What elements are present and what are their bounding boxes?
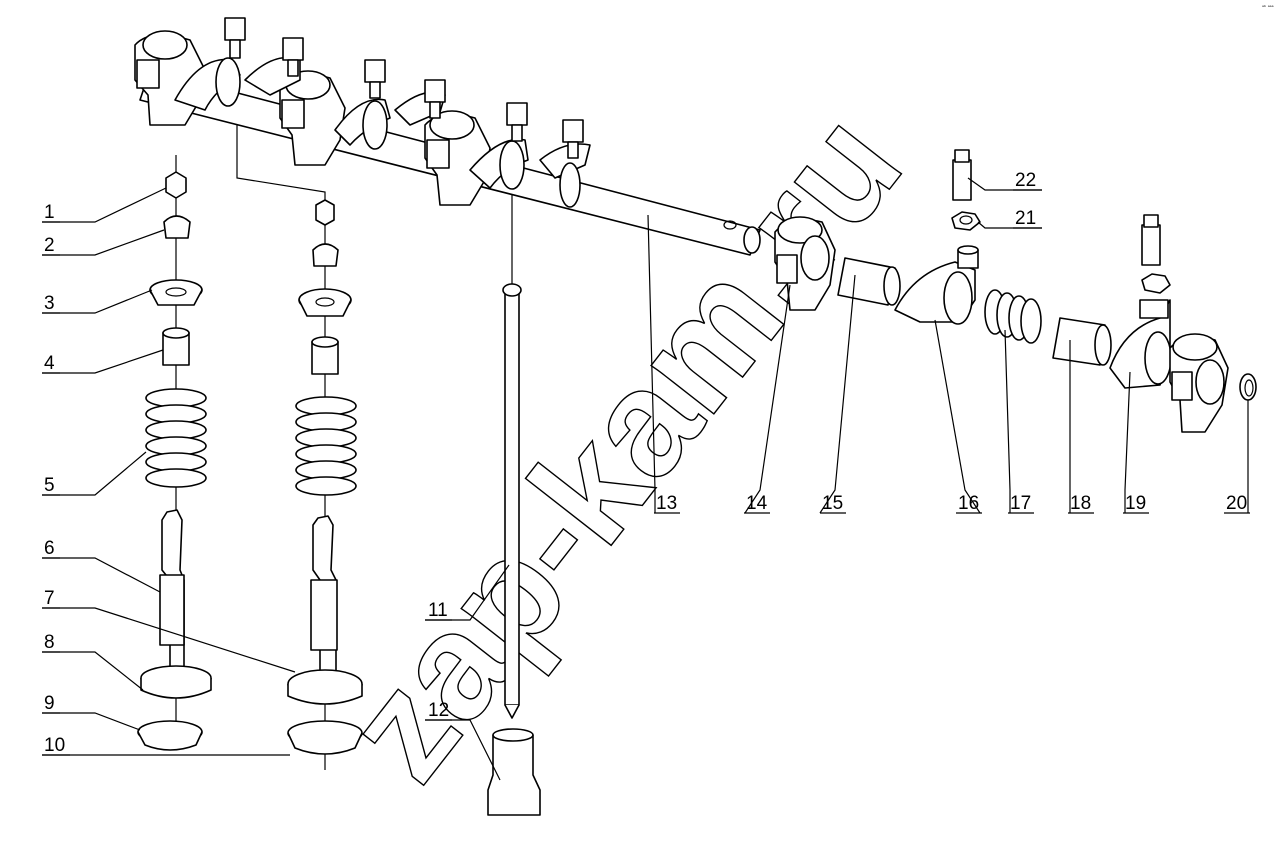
svg-text:22: 22	[1015, 170, 1036, 191]
svg-text:1: 1	[44, 202, 55, 223]
push-rod-11	[502, 195, 522, 719]
watermark: zap-kam.ru	[313, 82, 933, 809]
svg-text:2: 2	[44, 235, 55, 256]
part-label-5: 5	[42, 475, 60, 496]
bushing-18	[1052, 317, 1112, 366]
part-label-6: 6	[42, 538, 60, 559]
svg-text:15: 15	[822, 493, 843, 514]
part-label-18: 18	[1068, 493, 1094, 514]
part-label-11: 11	[425, 600, 452, 621]
adjust-screw-2	[282, 37, 304, 77]
svg-text:17: 17	[1010, 493, 1031, 514]
shaft-support-mid-2	[424, 110, 491, 206]
svg-text:11: 11	[428, 600, 448, 621]
rocker-shaft-assembly	[134, 17, 761, 256]
corner-mark: ᵃᵇ ᵃᵃᵃ	[1262, 5, 1274, 11]
tappet-12	[487, 728, 541, 816]
adjust-screw-1	[224, 17, 246, 59]
part-label-12: 12	[425, 700, 452, 721]
part-label-21: 21	[1013, 208, 1042, 229]
part-label-20: 20	[1224, 493, 1250, 514]
rocker-arm-19	[1109, 299, 1172, 389]
part-label-4: 4	[42, 353, 60, 374]
svg-text:6: 6	[44, 538, 55, 559]
shaft-support-mid-1	[279, 70, 346, 166]
adjust-screw-6	[562, 119, 584, 159]
valve-group-right	[287, 199, 363, 770]
adjust-screw-5	[506, 102, 528, 142]
svg-text:19: 19	[1125, 493, 1146, 514]
nut-21	[951, 211, 1171, 294]
svg-text:12: 12	[428, 700, 449, 721]
svg-text:7: 7	[44, 588, 55, 609]
rocker-arm-16	[894, 245, 979, 325]
part-label-7: 7	[42, 588, 60, 609]
spring-17	[984, 289, 1042, 344]
part-label-9: 9	[42, 693, 60, 714]
part-label-8: 8	[42, 632, 60, 653]
part-label-10: 10	[42, 735, 70, 756]
svg-text:20: 20	[1226, 493, 1247, 514]
shaft-support-14	[774, 216, 836, 311]
part-label-22: 22	[1013, 170, 1042, 191]
svg-text:3: 3	[44, 293, 55, 314]
svg-text:16: 16	[958, 493, 979, 514]
svg-text:9: 9	[44, 693, 55, 714]
svg-text:14: 14	[746, 493, 768, 514]
part-label-17: 17	[1008, 493, 1034, 514]
svg-text:5: 5	[44, 475, 55, 496]
part-label-16: 16	[956, 493, 982, 514]
part-label-13: 13	[654, 493, 680, 514]
part-label-14: 14	[744, 493, 770, 514]
adjust-screw-4	[424, 79, 446, 119]
adjust-screw-3	[364, 59, 386, 99]
part-label-15: 15	[820, 493, 846, 514]
shaft-support-right	[1169, 333, 1229, 433]
svg-text:8: 8	[44, 632, 55, 653]
ring-20	[1239, 373, 1257, 401]
bushing-15	[837, 257, 901, 306]
part-label-19: 19	[1123, 493, 1149, 514]
part-label-1: 1	[42, 202, 60, 223]
svg-text:10: 10	[44, 735, 65, 756]
part-label-3: 3	[42, 293, 60, 314]
valve-group-left	[137, 155, 212, 751]
svg-text:21: 21	[1015, 208, 1036, 229]
screw-22	[952, 149, 1161, 266]
svg-text:18: 18	[1070, 493, 1091, 514]
svg-text:4: 4	[44, 353, 55, 374]
part-label-2: 2	[42, 235, 60, 256]
svg-text:13: 13	[656, 493, 677, 514]
